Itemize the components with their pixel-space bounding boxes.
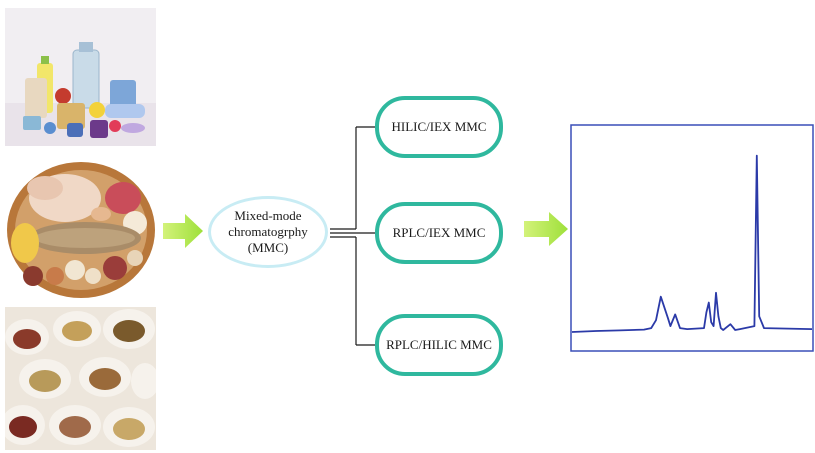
flow-arrow-icon — [163, 214, 203, 248]
chromatogram-trace — [571, 154, 813, 333]
mixed-mode-chromatography-node: Mixed-mode chromatogrphy (MMC) — [208, 196, 328, 268]
herb-bags-photo — [5, 307, 156, 450]
flow-arrow-icon — [524, 212, 568, 246]
center-node-line3: (MMC) — [247, 240, 289, 255]
hilic-iex-label: HILIC/IEX MMC — [391, 119, 487, 134]
hilic-iex-mmc-node: HILIC/IEX MMC — [375, 96, 503, 158]
food-basket-photo — [5, 158, 156, 298]
chromatogram-frame — [570, 124, 814, 352]
consumer-products-photo — [5, 8, 156, 146]
center-node-line1: Mixed-mode — [234, 208, 302, 223]
rplc-hilic-mmc-node: RPLC/HILIC MMC — [375, 314, 503, 376]
chromatogram-plot — [570, 124, 814, 352]
rplc-hilic-label: RPLC/HILIC MMC — [386, 337, 492, 352]
rplc-iex-label: RPLC/IEX MMC — [392, 225, 486, 240]
center-node-line2: chromatogrphy — [228, 224, 308, 239]
rplc-iex-mmc-node: RPLC/IEX MMC — [375, 202, 503, 264]
